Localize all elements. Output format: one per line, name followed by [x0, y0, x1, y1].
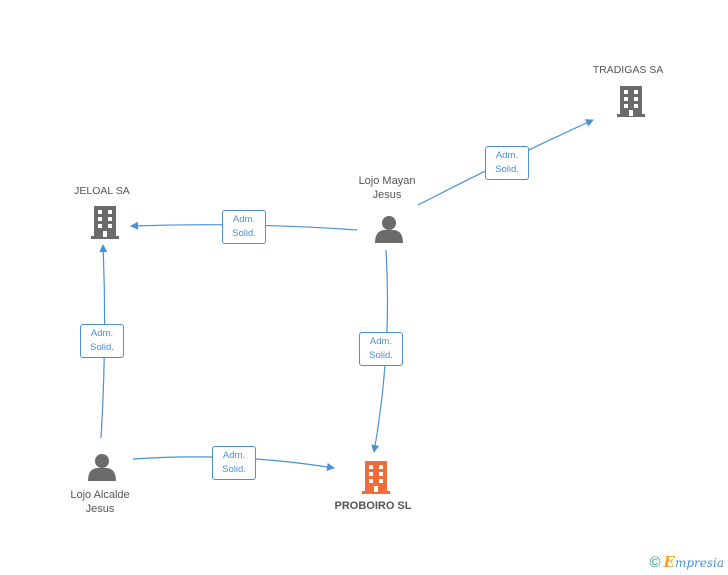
edge-badge-line: Solid. [369, 350, 393, 361]
edge-badge-line: Solid. [90, 342, 114, 353]
building-icon[interactable] [362, 461, 390, 494]
node-label-proboiro: PROBOIRO SL [334, 500, 412, 512]
node-label-lojo-alcalde: Lojo Alcalde Jesus [50, 488, 150, 516]
node-label-lojo-mayan: Lojo Mayan Jesus [337, 174, 437, 202]
edge-badge[interactable]: Adm. Solid. [359, 332, 403, 366]
brand-name: mpresia [674, 556, 724, 570]
edge-badge-line: Solid. [232, 228, 256, 239]
copyright-icon: © [649, 553, 661, 571]
node-label-tradigas: TRADIGAS SA [592, 64, 664, 76]
person-icon[interactable] [88, 454, 116, 481]
building-icon[interactable] [91, 206, 119, 239]
footer-brand: © Empresia [649, 553, 724, 571]
node-label-jeloal: JELOAL SA [74, 185, 130, 197]
brand-logo: Empresia [664, 553, 725, 571]
edge-badge-line: Adm. [495, 150, 519, 161]
edge-badge[interactable]: Adm. Solid. [485, 146, 529, 180]
edge-badge-line: Solid. [495, 164, 519, 175]
node-label-line: Lojo Mayan [358, 175, 416, 187]
edge-badge-line: Adm. [369, 336, 393, 347]
edge-badge-line: Solid. [222, 464, 246, 475]
edge-badge-line: Adm. [90, 328, 114, 339]
edge-badge-line: Adm. [222, 450, 246, 461]
brand-initial: E [663, 553, 675, 571]
node-label-line: Jesus [85, 503, 115, 515]
node-label-line: Lojo Alcalde [70, 489, 130, 501]
edge-badge[interactable]: Adm. Solid. [212, 446, 256, 480]
edge-badge[interactable]: Adm. Solid. [80, 324, 124, 358]
node-label-line: Jesus [372, 189, 402, 201]
person-icon[interactable] [375, 216, 403, 243]
edge-badge-line: Adm. [232, 214, 256, 225]
edge-badge[interactable]: Adm. Solid. [222, 210, 266, 244]
building-icon[interactable] [616, 84, 646, 118]
